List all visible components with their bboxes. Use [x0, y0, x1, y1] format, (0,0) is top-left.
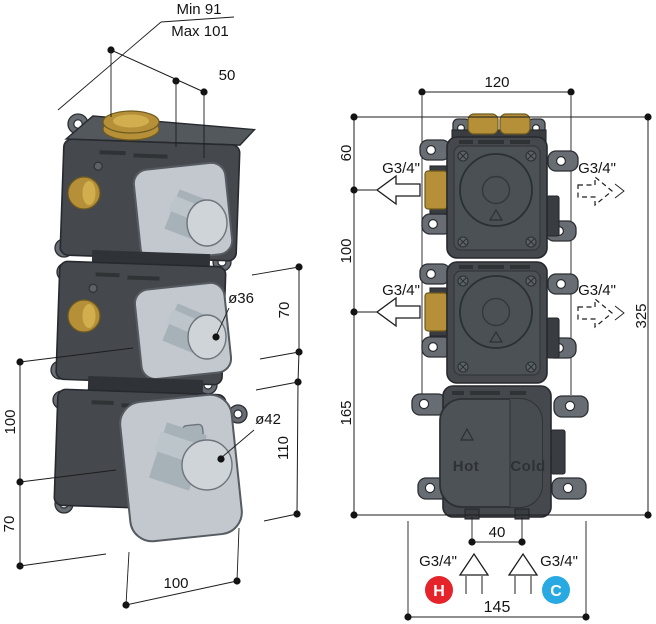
outlet-arrow-top-right-dashed: G3/4"	[577, 160, 625, 207]
cold-indicator-letter: C	[550, 583, 562, 600]
dim-plate-width: 100	[163, 575, 188, 592]
knob-module1	[132, 161, 234, 263]
knob-module3	[119, 393, 243, 543]
iso-dimensions: Min 91 Max 101 50 ø36 70 110 ø42	[1, 1, 303, 609]
dim-max-depth: Max 101	[171, 23, 229, 40]
port-label-top-left: G3/4"	[382, 160, 420, 177]
brass-side-plug-2	[67, 299, 101, 333]
brass-top-cap	[102, 110, 160, 141]
dim-overall-width: 145	[484, 599, 511, 616]
thermostat-dial-2	[459, 275, 533, 349]
dim-mid-span: 100	[338, 238, 355, 263]
knob-module2	[133, 281, 233, 381]
port-label-bottom-right: G3/4"	[540, 553, 578, 570]
bottom-inlets: 40 G3/4" G3/4" H C 145	[404, 517, 590, 621]
dim-plate-knob-diameter: ø42	[255, 411, 281, 428]
dim-bottom-offset: 70	[1, 516, 18, 533]
front-module1	[419, 136, 579, 259]
hot-inlet-arrow	[458, 552, 490, 594]
hot-indicator-badge	[425, 576, 453, 604]
hot-indicator-letter: H	[433, 583, 445, 600]
outlet-arrow-mid-left: G3/4"	[354, 282, 421, 328]
hot-label: Hot	[453, 458, 480, 475]
front-module3: Hot Cold	[411, 385, 589, 520]
dim-body-width: 120	[484, 74, 509, 91]
brass-inlet-left-1	[424, 170, 448, 210]
dim-min-depth: Min 91	[176, 1, 221, 18]
cold-inlet-arrow	[507, 552, 539, 594]
screw-icon	[457, 150, 537, 248]
dim-inlet-spacing: 40	[489, 524, 506, 541]
port-label-mid-right: G3/4"	[578, 282, 616, 299]
dim-cap-offset: 50	[219, 67, 236, 84]
front-dimensions: 120 60 100 165 325	[338, 74, 652, 519]
port-label-mid-left: G3/4"	[382, 282, 420, 299]
recycle-icon	[488, 330, 504, 343]
recycle-icon	[488, 208, 504, 221]
outlet-arrow-mid-right-dashed: G3/4"	[577, 282, 625, 329]
port-label-bottom-left: G3/4"	[419, 553, 457, 570]
dim-knob-diameter: ø36	[228, 290, 254, 307]
brass-side-plug-1	[67, 176, 101, 210]
port-label-top-right: G3/4"	[578, 160, 616, 177]
brass-inlet-left-2	[424, 292, 448, 332]
isometric-view: Min 91 Max 101 50 ø36 70 110 ø42	[1, 1, 303, 609]
screw-icon	[457, 275, 537, 373]
thermostat-dial-1	[459, 153, 533, 227]
flow-chevron	[614, 183, 625, 199]
flow-chevron	[614, 305, 625, 321]
dim-plate-height: 110	[275, 436, 292, 460]
pp-recycle-icon	[459, 427, 475, 441]
dim-total-height: 325	[633, 303, 650, 328]
front-view: Hot Cold 120 60 100 165 325 G3/4"	[338, 74, 652, 621]
dim-bottom-span: 165	[338, 400, 355, 425]
cold-label: Cold	[510, 458, 545, 475]
dim-knob-spacing: 70	[276, 302, 293, 319]
cold-indicator-badge	[542, 576, 570, 604]
dim-module-spacing: 100	[2, 409, 19, 434]
outlet-arrow-top-left: G3/4"	[354, 160, 421, 206]
front-module2	[419, 261, 579, 384]
dim-top-span: 60	[338, 145, 355, 162]
